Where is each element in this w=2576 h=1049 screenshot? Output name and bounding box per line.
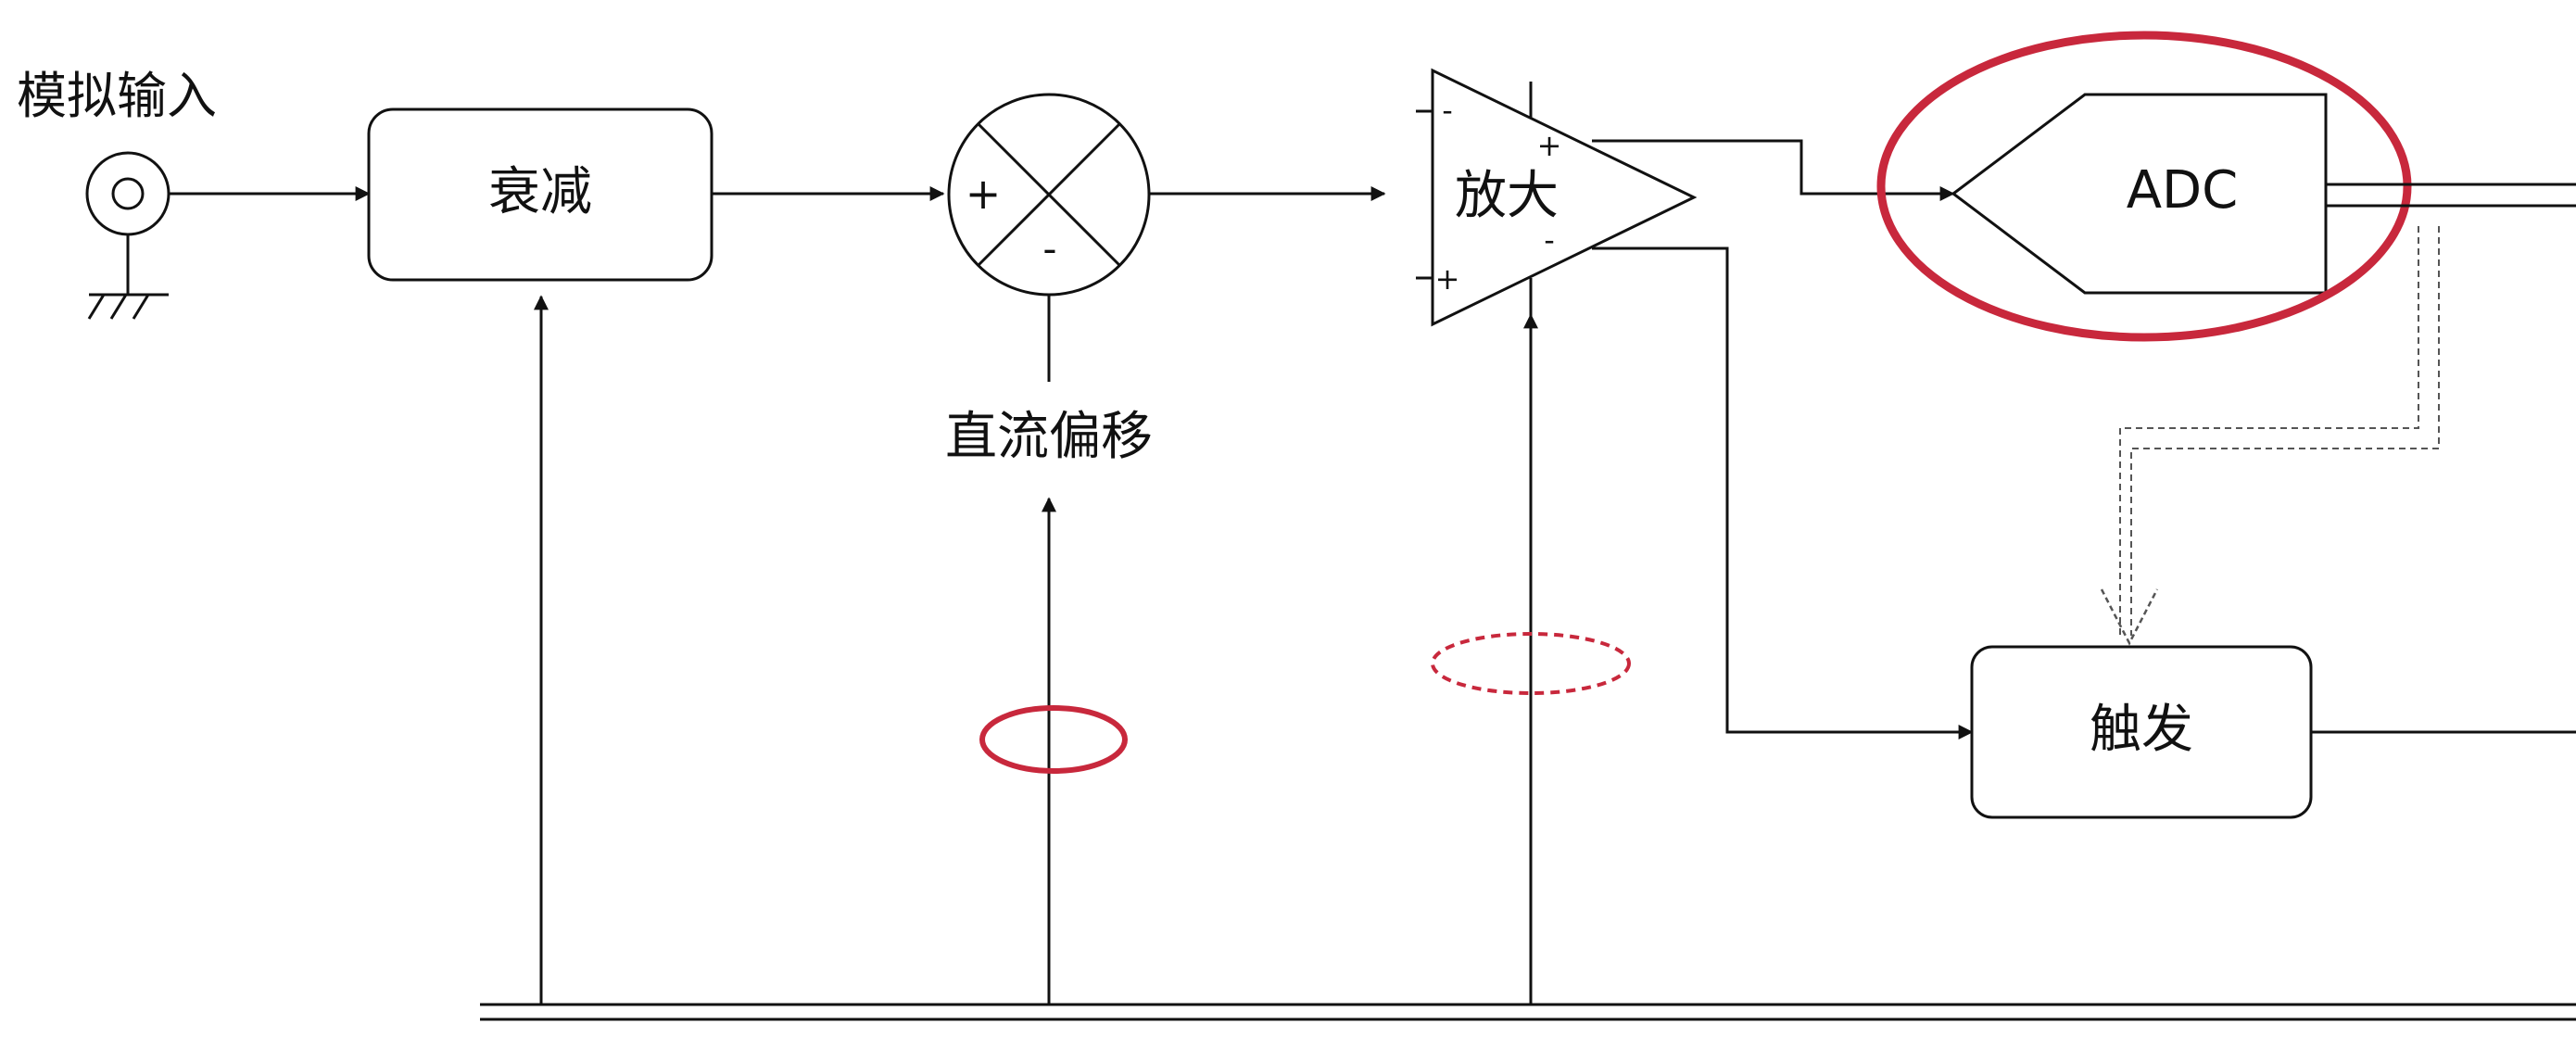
dc-offset-label: 直流偏移 [945,407,1153,467]
adc-to-trigger-dashed-path [2130,226,2440,636]
adc-to-trigger-open-arrow-icon [2100,588,2159,646]
adc-label: ADC [2127,160,2239,221]
adc-to-trigger-dashed-path-inner [2119,226,2419,636]
amplifier-triangle [1416,68,1698,327]
bnc-connector-icon [85,151,170,320]
attenuator-label: 衰减 [488,162,592,222]
adc-output-bus [2326,183,2576,208]
mixer-minus-sign: - [1042,226,1056,272]
amplifier-gain-dashed-ellipse [1431,632,1631,695]
trigger-label: 触发 [2090,700,2193,760]
amp-output-plus-sign: + [1537,128,1562,163]
control-bus [480,1003,2576,1021]
mixer-plus-sign: + [966,169,1002,219]
adc-highlight-ellipse [1876,31,2412,342]
adc-block: ADC [1951,93,2328,295]
trigger-block: 触发 [1970,645,2313,819]
amplifier-label: 放大 [1455,166,1559,226]
dc-offset-highlight-ellipse [979,705,1128,774]
amp-input-plus-sign: + [1435,261,1460,297]
analog-input-label: 模拟输入 [17,67,217,125]
amp-input-minus-sign: - [1442,93,1453,128]
attenuator-block: 衰减 [367,107,713,282]
amplifier-to-trigger-arrow [1592,246,1974,739]
amp-output-minus-sign: - [1544,222,1555,258]
